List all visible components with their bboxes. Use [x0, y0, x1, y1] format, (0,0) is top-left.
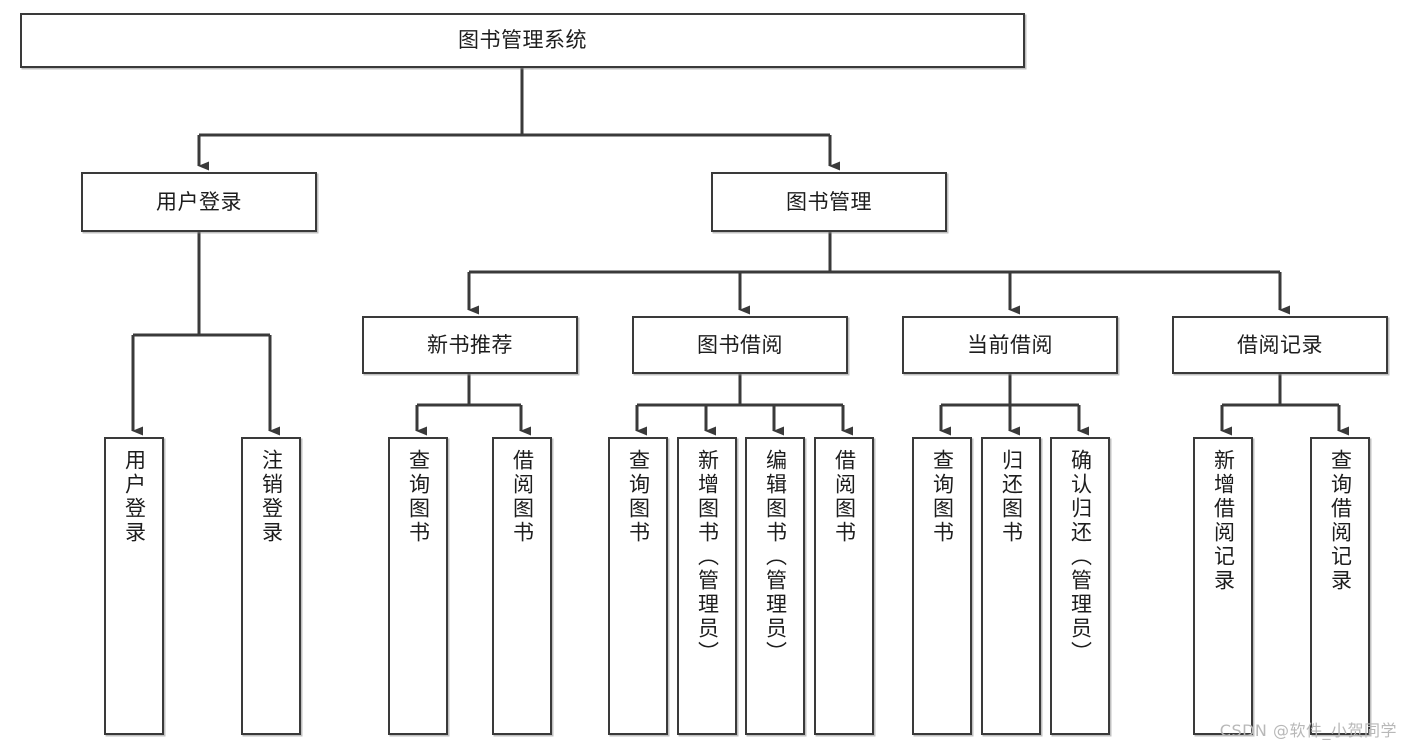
node-label: 查询图书	[930, 449, 955, 545]
node-label: 图书管理系统	[458, 28, 587, 53]
leaf-borrow-query-book[interactable]: 查询图书	[608, 437, 668, 735]
node-label: 借阅图书	[832, 449, 857, 545]
node-label: 新增借阅记录	[1211, 449, 1236, 593]
leaf-user-login[interactable]: 用户登录	[104, 437, 164, 735]
node-label: 图书管理	[786, 189, 872, 214]
node-label: 用户登录	[122, 449, 147, 545]
node-root-book-management-system[interactable]: 图书管理系统	[20, 13, 1025, 68]
node-label: 借阅记录	[1237, 332, 1323, 357]
node-label: 当前借阅	[967, 332, 1053, 357]
node-borrow-records[interactable]: 借阅记录	[1172, 316, 1388, 374]
node-label: 图书借阅	[697, 332, 783, 357]
node-label: 查询借阅记录	[1328, 449, 1353, 593]
leaf-records-add-record[interactable]: 新增借阅记录	[1193, 437, 1253, 735]
node-label: 编辑图书（管理员）	[763, 449, 788, 665]
node-label: 确认归还（管理员）	[1068, 449, 1093, 665]
leaf-borrow-add-book-admin[interactable]: 新增图书（管理员）	[677, 437, 737, 735]
leaf-new-book-query[interactable]: 查询图书	[388, 437, 448, 735]
node-label: 查询图书	[406, 449, 431, 545]
leaf-borrow-borrow-book[interactable]: 借阅图书	[814, 437, 874, 735]
leaf-current-confirm-return-admin[interactable]: 确认归还（管理员）	[1050, 437, 1110, 735]
node-user-login[interactable]: 用户登录	[81, 172, 317, 232]
leaf-borrow-edit-book-admin[interactable]: 编辑图书（管理员）	[745, 437, 805, 735]
leaf-current-return-book[interactable]: 归还图书	[981, 437, 1041, 735]
leaf-new-book-borrow[interactable]: 借阅图书	[492, 437, 552, 735]
node-label: 注销登录	[259, 449, 284, 545]
node-label: 查询图书	[626, 449, 651, 545]
node-label: 归还图书	[999, 449, 1024, 545]
node-label: 新书推荐	[427, 332, 513, 357]
node-current-borrow[interactable]: 当前借阅	[902, 316, 1118, 374]
node-book-management[interactable]: 图书管理	[711, 172, 947, 232]
leaf-user-logout[interactable]: 注销登录	[241, 437, 301, 735]
leaf-current-query-book[interactable]: 查询图书	[912, 437, 972, 735]
leaf-records-query-record[interactable]: 查询借阅记录	[1310, 437, 1370, 735]
node-label: 借阅图书	[510, 449, 535, 545]
node-label: 用户登录	[156, 189, 242, 214]
node-label: 新增图书（管理员）	[695, 449, 720, 665]
node-book-borrow[interactable]: 图书借阅	[632, 316, 848, 374]
node-new-book-recommend[interactable]: 新书推荐	[362, 316, 578, 374]
